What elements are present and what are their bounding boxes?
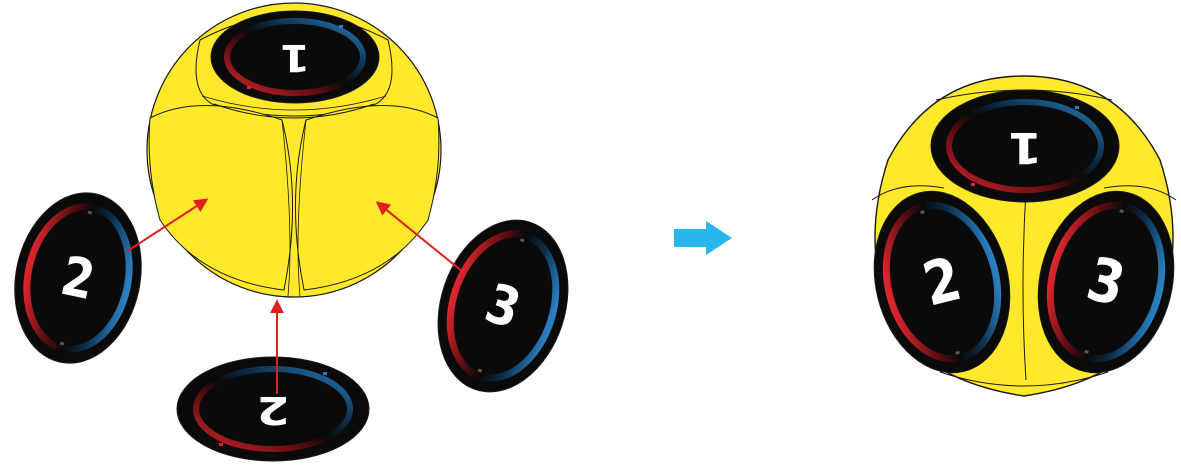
left-die-right-face bbox=[295, 105, 438, 290]
left-sticker-bottom: 2 bbox=[177, 357, 369, 461]
left-sticker-top: 1 bbox=[211, 11, 379, 103]
left-sticker-left: 2 bbox=[0, 181, 157, 375]
right-arrow-icon bbox=[674, 221, 732, 255]
left-die-left-face bbox=[149, 105, 292, 290]
right-sticker-top: 1 bbox=[931, 90, 1119, 202]
right-sticker-top-numeral: 1 bbox=[1008, 123, 1043, 172]
left-sticker-top-numeral: 1 bbox=[280, 36, 311, 80]
left-sticker-bottom-numeral: 2 bbox=[256, 388, 289, 432]
left-sticker-right: 3 bbox=[417, 203, 589, 409]
